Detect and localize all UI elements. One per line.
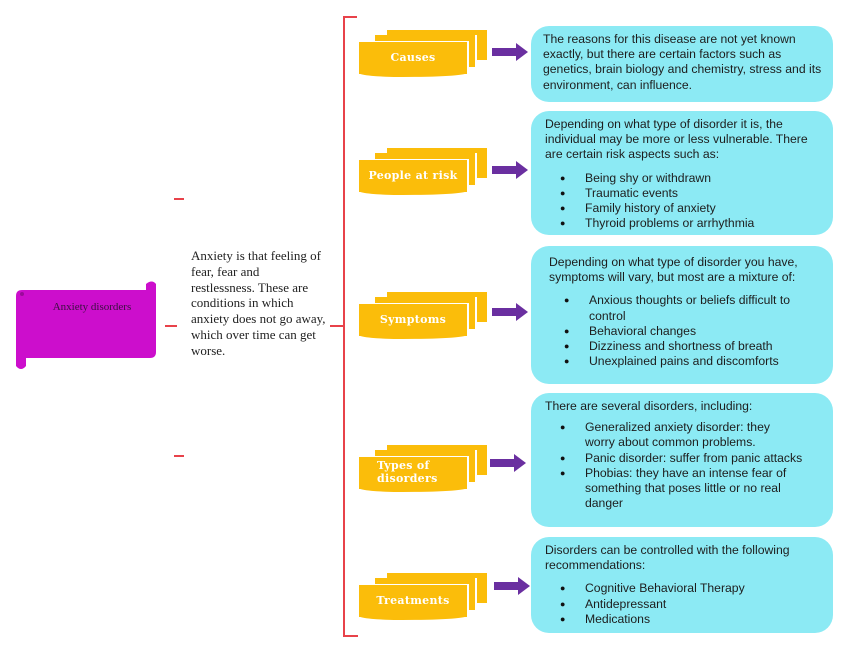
bracket-top-cap (343, 16, 357, 18)
bullet-item: Medications (545, 612, 823, 627)
bracket-tick-top (174, 198, 184, 200)
bullet-item: Phobias: they have an intense fear of so… (545, 466, 823, 512)
bracket-tick-middle (165, 325, 177, 327)
arrow-right-icon (494, 577, 530, 595)
category-label: Symptoms (379, 312, 447, 326)
scroll-shape-icon (16, 281, 156, 369)
arrow-right-icon (492, 161, 528, 179)
arrow-right-icon (492, 43, 528, 61)
detail-bullet-list: Being shy or withdrawn Traumatic events … (545, 171, 823, 232)
arrow-right-icon (490, 454, 526, 472)
category-causes[interactable]: Causes (359, 30, 487, 77)
detail-box-types-of-disorders: There are several disorders, including: … (531, 393, 833, 527)
category-label: Causes (390, 50, 436, 64)
bullet-item: Unexplained pains and discomforts (549, 354, 823, 369)
detail-intro: The reasons for this disease are not yet… (543, 32, 822, 92)
detail-bullet-list: Generalized anxiety disorder: they worry… (545, 420, 823, 511)
bracket-vertical-line (343, 16, 345, 636)
category-label: Types of disorders (377, 459, 438, 485)
detail-bullet-list: Anxious thoughts or beliefs difficult to… (549, 293, 823, 369)
bullet-item: Dizziness and shortness of breath (549, 339, 823, 354)
bullet-item: Cognitive Behavioral Therapy (545, 581, 823, 596)
bullet-item: Being shy or withdrawn (545, 171, 823, 186)
detail-box-causes: The reasons for this disease are not yet… (531, 26, 833, 102)
detail-intro: There are several disorders, including: (545, 399, 753, 413)
category-types-of-disorders[interactable]: Types of disorders (359, 445, 487, 492)
root-label: Anxiety disorders (52, 301, 132, 313)
bullet-item: Panic disorder: suffer from panic attack… (545, 451, 823, 466)
detail-box-people-at-risk: Depending on what type of disorder it is… (531, 111, 833, 235)
category-label: People at risk (368, 168, 458, 182)
detail-box-symptoms: Depending on what type of disorder you h… (531, 246, 833, 384)
detail-intro: Depending on what type of disorder you h… (549, 255, 798, 285)
detail-bullet-list: Cognitive Behavioral Therapy Antidepress… (545, 581, 823, 627)
bullet-item: Generalized anxiety disorder: they worry… (545, 420, 823, 450)
bracket-connector (330, 325, 343, 327)
bracket-bottom-cap (343, 635, 358, 637)
root-node[interactable]: Anxiety disorders (12, 280, 158, 372)
category-symptoms[interactable]: Symptoms (359, 292, 487, 339)
arrow-right-icon (492, 303, 528, 321)
bracket-tick-bottom (174, 455, 184, 457)
detail-intro: Depending on what type of disorder it is… (545, 117, 808, 162)
definition-text: Anxiety is that feeling of fear, fear an… (191, 248, 326, 358)
detail-intro: Disorders can be controlled with the fol… (545, 543, 790, 573)
bullet-item: Anxious thoughts or beliefs difficult to… (549, 293, 823, 323)
bullet-item: Behavioral changes (549, 324, 823, 339)
bullet-item: Traumatic events (545, 186, 823, 201)
category-people-at-risk[interactable]: People at risk (359, 148, 487, 195)
category-treatments[interactable]: Treatments (359, 573, 487, 620)
bullet-item: Antidepressant (545, 597, 823, 612)
category-label: Treatments (376, 593, 450, 607)
detail-box-treatments: Disorders can be controlled with the fol… (531, 537, 833, 633)
bullet-item: Thyroid problems or arrhythmia (545, 216, 823, 231)
bullet-item: Family history of anxiety (545, 201, 823, 216)
